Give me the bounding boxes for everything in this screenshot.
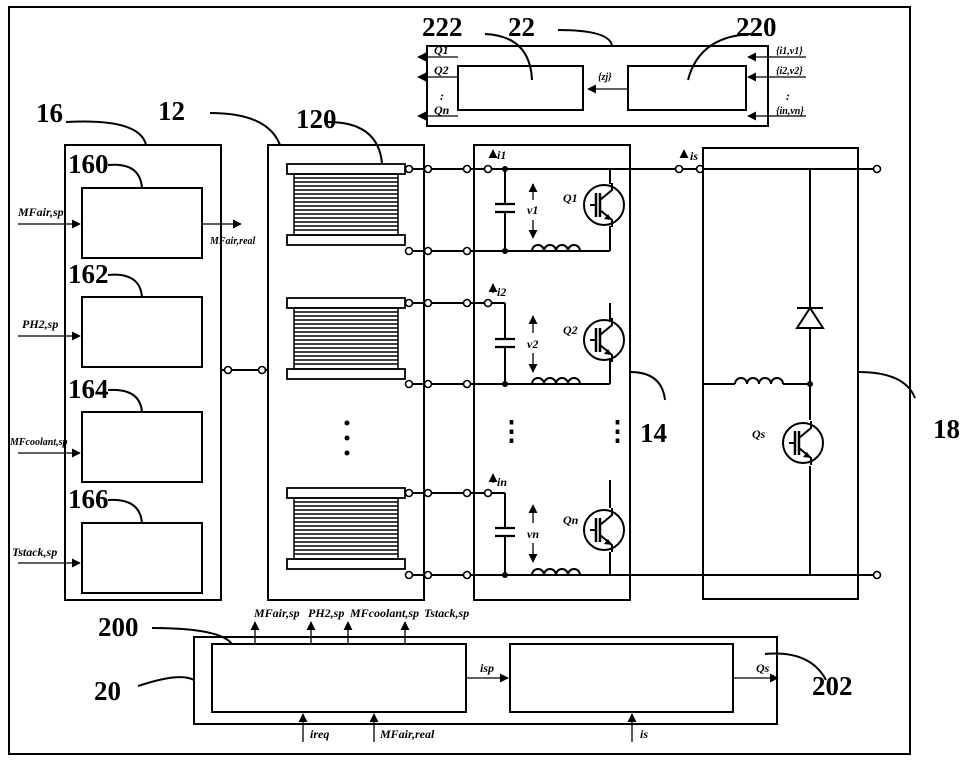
block-164: [82, 412, 202, 482]
input-mfair-real: MFair,real: [379, 727, 435, 741]
input-is: is: [640, 727, 648, 741]
ref-166: 166: [68, 484, 109, 514]
input-tstack-sp: Tstack,sp: [12, 545, 57, 559]
signal-qs-out: Qs: [756, 661, 770, 675]
module-22: {zj} Q1 Q2 : Qn {i1,v1} {i2,v2} : {in,vn…: [418, 12, 806, 126]
signal-zj: {zj}: [598, 72, 612, 83]
output-tstack-sp: Tstack,sp: [424, 606, 469, 620]
ref-16: 16: [36, 98, 63, 128]
fuel-cell-stack-1: [287, 164, 405, 245]
ref-162: 162: [68, 259, 109, 289]
signal-dots-out: :: [440, 89, 444, 103]
signal-i2v2: {i2,v2}: [776, 66, 803, 77]
module-16: MFair,sp PH2,sp MFcoolant,sp Tstack,sp M…: [9, 98, 268, 600]
ref-14: 14: [640, 418, 667, 448]
block-166: [82, 523, 202, 593]
signal-invn: {in,vn}: [776, 106, 804, 117]
voltage-v2: v2: [527, 337, 538, 351]
ref-220: 220: [736, 12, 777, 42]
switch-q1: [584, 183, 624, 227]
current-is: is: [690, 149, 698, 163]
input-ireq: ireq: [310, 727, 329, 741]
block-162: [82, 297, 202, 367]
ref-202: 202: [812, 671, 853, 701]
ref-200: 200: [98, 612, 139, 642]
block-160: [82, 188, 202, 258]
signal-q2-out: Q2: [434, 63, 449, 77]
output-mfair-sp: MFair,sp: [253, 606, 300, 620]
ref-22: 22: [508, 12, 535, 42]
switch-qn: [584, 508, 624, 552]
label-q1: Q1: [563, 191, 578, 205]
label-qs: Qs: [752, 427, 766, 441]
fuel-cell-stack-n: [287, 488, 405, 569]
switch-q2: [584, 318, 624, 362]
current-i1: i1: [497, 148, 506, 162]
fuel-cell-stack-2: [287, 298, 405, 379]
current-i2: i2: [497, 285, 506, 299]
ellipsis-right: ⋮: [604, 416, 631, 446]
input-mfcoolant-sp: MFcoolant,sp: [9, 437, 68, 448]
switch-qs: [783, 421, 823, 465]
voltage-vn: vn: [527, 527, 539, 541]
block-220: [628, 66, 746, 110]
signal-q1-out: Q1: [434, 43, 449, 57]
current-in: in: [497, 475, 507, 489]
signal-isp: isp: [480, 661, 494, 675]
voltage-v1: v1: [527, 203, 538, 217]
block-202: [510, 644, 733, 712]
module-12: 12 120: [158, 96, 424, 600]
ref-222: 222: [422, 12, 463, 42]
signal-qn-out: Qn: [434, 103, 450, 117]
signal-i1v1: {i1,v1}: [776, 46, 803, 57]
ref-20: 20: [94, 676, 121, 706]
ref-160: 160: [68, 149, 109, 179]
output-mfcoolant-sp: MFcoolant,sp: [349, 606, 419, 620]
block-222: [458, 66, 583, 110]
ref-120: 120: [296, 104, 337, 134]
output-mfair-real: MFair,real: [209, 236, 256, 247]
input-mfair-sp: MFair,sp: [17, 205, 64, 219]
module-18: is Qs 18: [676, 148, 961, 599]
signal-dots-in: :: [786, 89, 790, 103]
ref-164: 164: [68, 374, 109, 404]
outer-frame: [9, 7, 910, 754]
label-qn: Qn: [563, 513, 579, 527]
ellipsis-left: ⋮: [498, 416, 525, 446]
ref-18: 18: [933, 414, 960, 444]
block-200: [212, 644, 466, 712]
output-ph2-sp: PH2,sp: [308, 606, 344, 620]
module-20: isp Qs MFair,sp PH2,sp MFcoolant,sp Tsta…: [94, 606, 853, 742]
label-q2: Q2: [563, 323, 578, 337]
converter-14: i1 v1 Q1 i2 v2 Q2 ⋮ ⋮ in: [474, 145, 667, 600]
ref-12: 12: [158, 96, 185, 126]
input-ph2-sp: PH2,sp: [22, 317, 58, 331]
